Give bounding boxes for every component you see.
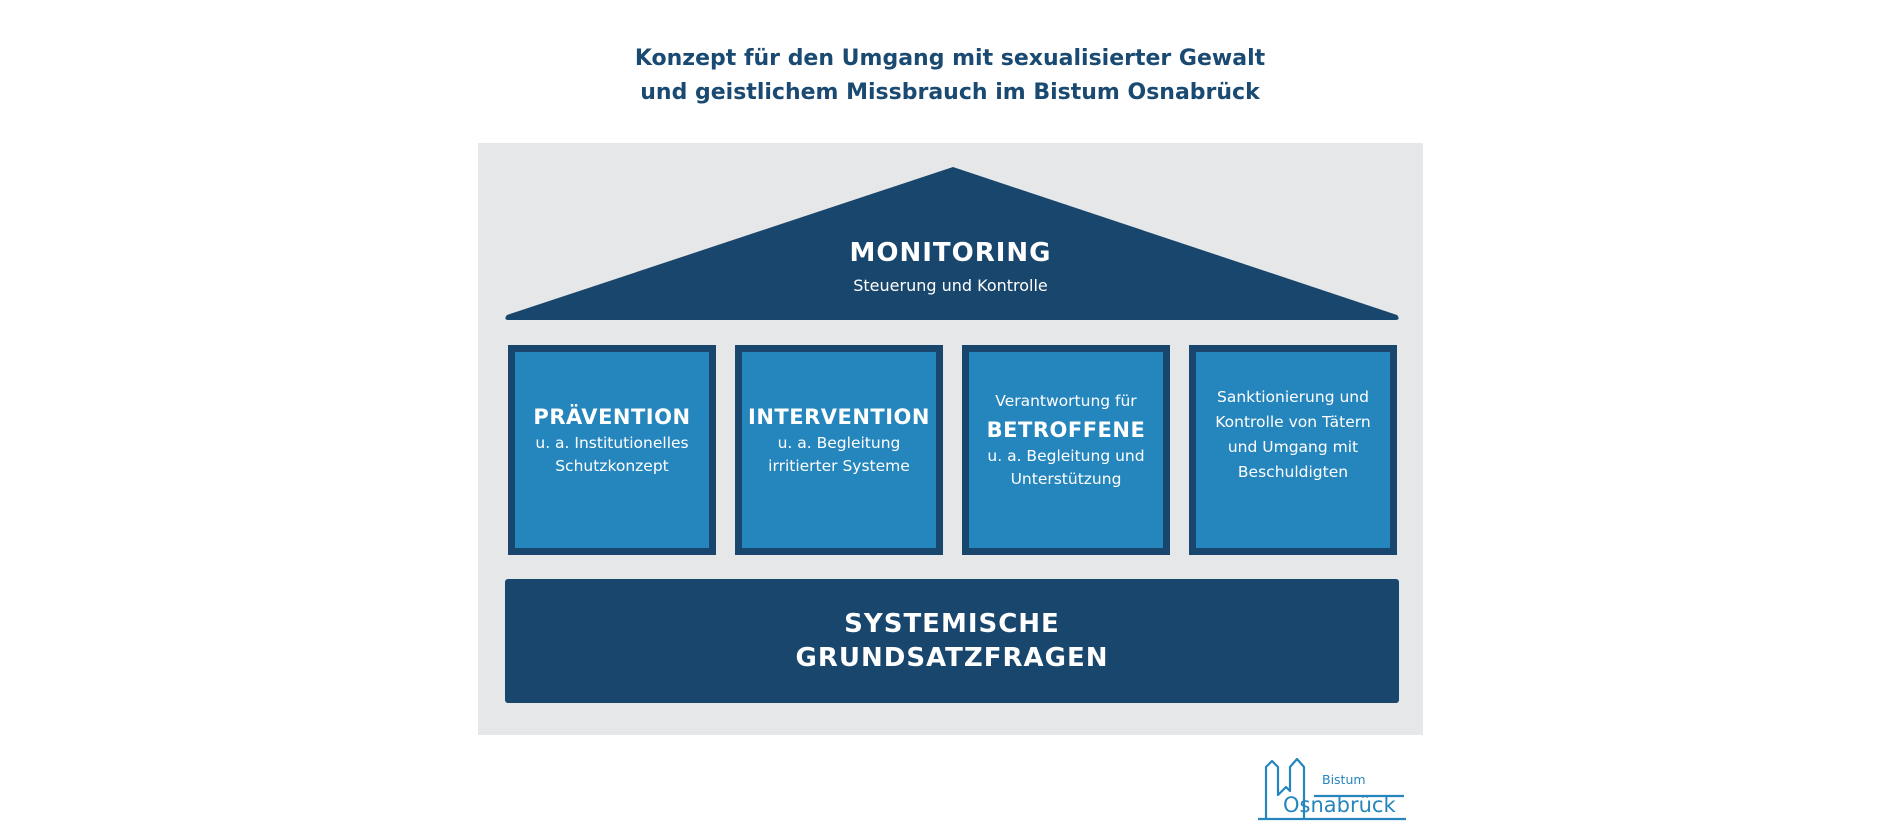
pillar-text-line: irritierter Systeme <box>768 457 910 475</box>
title-line-1: Konzept für den Umgang mit sexualisierte… <box>634 46 1266 71</box>
logo-text-osnabrueck: Osnabrück <box>1283 793 1396 817</box>
foundation-line-2: GRUNDSATZFRAGEN <box>795 643 1109 673</box>
pillar-text-line: Unterstützung <box>1010 469 1122 488</box>
pillar-intervention: INTERVENTION u. a. Begleitung irritierte… <box>735 345 943 555</box>
pillar-title: INTERVENTION <box>748 405 930 429</box>
pillar-text-line: und Umgang mit <box>1227 438 1359 456</box>
roof-shape <box>505 167 1399 320</box>
pillar-text-line: Sanktionierung und <box>1217 388 1369 406</box>
house-diagram: MONITORING Steuerung und Kontrolle PRÄVE… <box>478 143 1423 735</box>
pillar-text-line: Beschuldigten <box>1237 463 1349 481</box>
monitoring-title: MONITORING <box>849 238 1052 268</box>
pillar-text-line: Kontrolle von Tätern <box>1215 413 1371 431</box>
foundation-block: SYSTEMISCHE GRUNDSATZFRAGEN <box>505 579 1399 703</box>
pillar-praevention: PRÄVENTION u. a. Institutionelles Schutz… <box>508 345 716 555</box>
pillar-sanktionierung: Sanktionierung und Kontrolle von Tätern … <box>1189 345 1397 555</box>
pillar-betroffene: Verantwortung für BETROFFENE u. a. Begle… <box>962 345 1170 555</box>
pillar-title: BETROFFENE <box>986 417 1146 442</box>
pillar-text-line: u. a. Begleitung und <box>987 446 1145 465</box>
pillar-title: PRÄVENTION <box>533 405 691 429</box>
logo-text-bistum: Bistum <box>1322 772 1366 787</box>
pillar-pre-text: Verantwortung für <box>995 391 1137 410</box>
title-line-2: und geistlichem Missbrauch im Bistum Osn… <box>640 80 1260 105</box>
page-title: Konzept für den Umgang mit sexualisierte… <box>0 42 1900 110</box>
monitoring-subtitle: Steuerung und Kontrolle <box>853 276 1048 295</box>
pillar-text-line: u. a. Begleitung <box>777 434 901 452</box>
pillar-text-line: Schutzkonzept <box>555 457 669 475</box>
church-towers-icon <box>1258 757 1406 821</box>
foundation-line-1: SYSTEMISCHE <box>844 609 1060 639</box>
pillar-text-line: u. a. Institutionelles <box>535 434 689 452</box>
